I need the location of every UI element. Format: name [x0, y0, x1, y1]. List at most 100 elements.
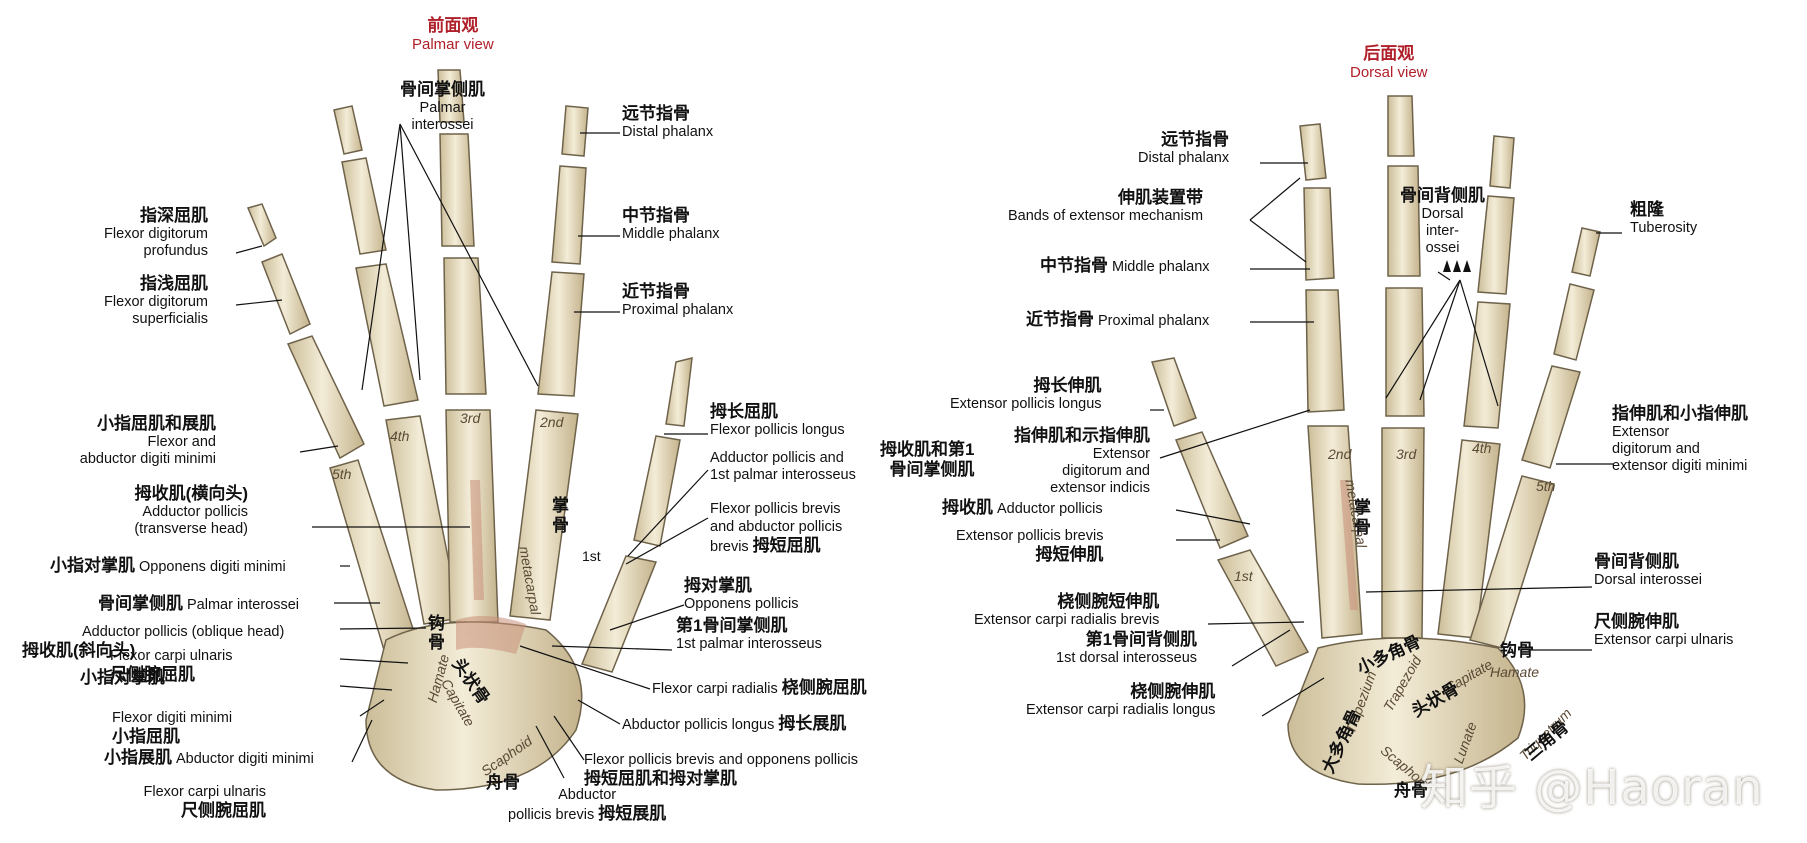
leader-lines — [235, 123, 1622, 779]
palmar-middle-proximal — [443, 257, 487, 395]
dorsal-title: 后面观 Dorsal view — [1350, 44, 1428, 81]
palmar-label-apb-cn: 拇短展肌 — [598, 804, 667, 823]
arrowheads — [1443, 260, 1471, 272]
dorsal-label-adductor-1st-dorsal: 拇收肌和第1 骨间掌侧肌 — [880, 440, 974, 480]
dorsal-hamate-cn: 钩骨 — [1500, 641, 1534, 660]
palmar-hand — [246, 69, 693, 791]
palmar-ring-proximal — [355, 263, 419, 407]
palmar-label-fds-en: Flexor digitorum superficialis — [104, 294, 208, 327]
palmar-label-first-palmar-interosseus-cn: 第1骨间掌侧肌 — [676, 616, 788, 635]
palmar-middle-distal — [437, 69, 465, 123]
palmar-ring-middle — [341, 157, 387, 255]
palmar-1st-metacarpal — [580, 555, 658, 673]
palmar-label-fdm-en: Flexor digiti minimi — [112, 710, 233, 726]
palmar-2nd-tag: 2nd — [540, 414, 564, 430]
palmar-label-adm-cn: 小指展肌 — [104, 748, 172, 767]
dorsal-5th-metacarpal — [1469, 475, 1555, 649]
dorsal-hand — [1151, 95, 1601, 786]
dorsal-middle-distal — [1387, 95, 1415, 157]
palmar-label-odm-2: 小指对掌肌 — [80, 668, 165, 688]
palmar-label-fcu-1-cn: 尺侧腕屈肌 — [110, 665, 195, 684]
dorsal-label-ecu-cn: 尺侧腕伸肌 — [1594, 612, 1679, 631]
palmar-label-apl-en: Abductor pollicis longus — [622, 717, 775, 733]
palmar-4th-tag: 4th — [390, 428, 410, 444]
palmar-label-odm-2-cn: 小指对掌肌 — [80, 668, 165, 687]
dorsal-label-edm-cn: 指伸肌和小指伸肌 — [1612, 404, 1748, 423]
dorsal-label-adductor-pollicis-en: Adductor pollicis — [997, 501, 1103, 517]
palmar-label-middle-phalanx-en: Middle phalanx — [622, 226, 720, 242]
palmar-label-distal-phalanx-cn: 远节指骨 — [622, 104, 690, 123]
dorsal-thumb-distal — [1151, 357, 1197, 427]
dorsal-label-ecrb-cn: 桡侧腕短伸肌 — [1057, 592, 1160, 611]
palmar-label-fcr-cn: 桡侧腕屈肌 — [781, 678, 867, 697]
dorsal-index-middle — [1303, 187, 1335, 281]
palmar-label-fpb-op-cn: 拇短屈肌和拇对掌肌 — [584, 769, 737, 788]
palmar-label-fds-cn: 指浅屈肌 — [140, 274, 208, 293]
palmar-label-fpl-cn: 拇长屈肌 — [710, 402, 778, 421]
dorsal-middle-proximal — [1385, 287, 1425, 417]
dorsal-label-ecrb-en: Extensor carpi radialis brevis — [974, 612, 1160, 628]
palmar-label-fpb-op: Flexor pollicis brevis and opponens poll… — [584, 752, 858, 789]
dorsal-label-epb-cn: 拇短伸肌 — [1035, 545, 1104, 564]
dorsal-ring-middle — [1477, 195, 1515, 295]
dorsal-label-tuberosity-cn: 粗隆 — [1630, 200, 1664, 219]
dorsal-label-dorsal-interossei-cn: 骨间背侧肌 — [1594, 552, 1679, 571]
palmar-title: 前面观 Palmar view — [412, 16, 494, 53]
dorsal-label-distal-phalanx-en: Distal phalanx — [1138, 150, 1230, 166]
palmar-label-fpb-op-en: Flexor pollicis brevis and opponens poll… — [584, 752, 859, 768]
dorsal-label-middle-phalanx-en: Middle phalanx — [1112, 259, 1210, 275]
palmar-label-fpb-apb-en: Flexor pollicis brevis and abductor poll… — [710, 501, 843, 555]
dorsal-4th-tag: 4th — [1472, 440, 1492, 456]
dorsal-1st-metacarpal — [1216, 549, 1310, 667]
palmar-label-odm-1-cn: 小指对掌肌 — [50, 556, 135, 575]
dorsal-label-dorsal-interossei-top-cn: 骨间背侧肌 — [1400, 186, 1485, 205]
dorsal-label-middle-phalanx-cn: 中节指骨 — [1040, 256, 1108, 275]
dorsal-label-proximal-phalanx-cn: 近节指骨 — [1026, 310, 1094, 329]
palmar-label-fpb-apb: Flexor pollicis brevis and abductor poll… — [710, 500, 842, 556]
dorsal-label-first-dorsal-interosseus-en: 1st dorsal interosseus — [1056, 650, 1198, 666]
palmar-label-adductor-transverse-cn: 拇收肌(横向头) — [134, 484, 248, 503]
palmar-label-fadm-en: Flexor and abductor digiti minimi — [79, 434, 216, 467]
palmar-little-middle — [261, 253, 311, 336]
dorsal-label-adductor-pollicis-cn: 拇收肌 — [942, 498, 993, 517]
palmar-thumb-proximal — [633, 435, 681, 547]
palmar-label-adductor-oblique-en: Adductor pollicis (oblique head) — [82, 624, 285, 640]
dorsal-metacarpal-cn: 掌骨 — [1354, 498, 1371, 537]
palmar-label-fcu-2-en: Flexor carpi ulnaris — [143, 784, 267, 800]
dorsal-index-distal — [1299, 123, 1327, 181]
palmar-label-first-palmar-interosseus-en: 1st palmar interosseus — [676, 636, 822, 652]
dorsal-label-edi-cn: 指伸肌和示指伸肌 — [1014, 426, 1150, 445]
palmar-index-middle — [551, 165, 587, 265]
dorsal-label-ecu-en: Extensor carpi ulnaris — [1594, 632, 1734, 648]
dorsal-label-adductor-1st-dorsal-cn: 拇收肌和第1 骨间掌侧肌 — [880, 440, 975, 479]
dorsal-3rd-tag: 3rd — [1396, 446, 1417, 462]
palmar-1st-tag: 1st — [582, 548, 601, 564]
dorsal-little-proximal — [1521, 365, 1581, 469]
palmar-label-apb-en: Abductor pollicis brevis — [508, 787, 617, 823]
dorsal-hamate-tag: Hamate — [1490, 664, 1540, 680]
dorsal-label-epl-en: Extensor pollicis longus — [950, 396, 1102, 412]
dorsal-thumb-proximal — [1174, 431, 1249, 549]
palmar-3rd-tag: 3rd — [460, 410, 481, 426]
dorsal-scaphoid-cn: 舟骨 — [1394, 781, 1428, 800]
palmar-label-palmar-interossei-2-en: Palmar interossei — [187, 597, 300, 613]
